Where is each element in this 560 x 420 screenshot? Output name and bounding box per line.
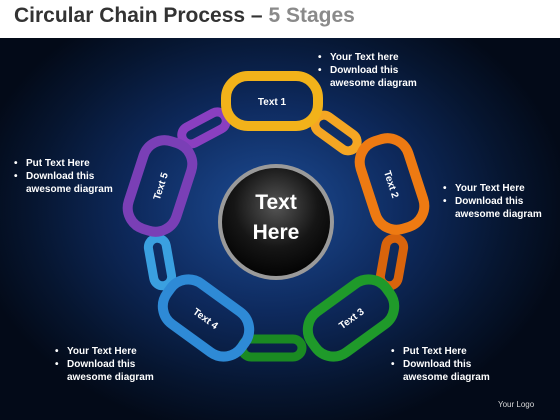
- chain-link-1: Text 1: [221, 71, 323, 131]
- chain-link-5-label: Text 5: [152, 171, 171, 202]
- note-item: Download this awesome diagram: [391, 358, 503, 384]
- center-text-line2: Here: [252, 221, 300, 244]
- chain-link-5: Text 5: [122, 135, 198, 237]
- note-item: Download this awesome diagram: [14, 170, 126, 196]
- notes-top-center: Your Text here Download this awesome dia…: [318, 51, 434, 90]
- notes-left: Put Text Here Download this awesome diag…: [14, 157, 126, 196]
- note-item: Your Text Here: [55, 345, 167, 358]
- center-text-line1: Text: [255, 191, 297, 214]
- title-separator: –: [245, 4, 269, 27]
- title-subtitle: 5 Stages: [268, 4, 355, 27]
- chain-connector-4-5: [143, 233, 177, 291]
- note-item: Put Text Here: [391, 345, 503, 358]
- note-item: Put Text Here: [14, 157, 126, 170]
- slide-title: Circular Chain Process – 5 Stages: [14, 4, 355, 28]
- chain-connector-5-1: [177, 107, 231, 149]
- chain-link-1-label: Text 1: [258, 97, 287, 108]
- note-item: Your Text Here: [443, 182, 551, 195]
- center-circle: [218, 164, 334, 280]
- chain-link-4-label: Text 4: [190, 306, 220, 332]
- note-item: Your Text here: [318, 51, 434, 64]
- chain-link-2: Text 2: [354, 133, 430, 235]
- chain-link-3-label: Text 3: [337, 306, 367, 332]
- notes-right: Your Text Here Download this awesome dia…: [443, 182, 551, 221]
- note-item: Download this awesome diagram: [443, 195, 551, 221]
- chain-link-3: Text 3: [302, 274, 400, 362]
- chain-link-2-label: Text 2: [381, 169, 400, 200]
- chain-link-4: Text 4: [157, 274, 255, 362]
- title-bar: Circular Chain Process – 5 Stages: [0, 0, 560, 38]
- notes-bottom-left: Your Text Here Download this awesome dia…: [55, 345, 167, 384]
- notes-bottom-right: Put Text Here Download this awesome diag…: [391, 345, 503, 384]
- note-item: Download this awesome diagram: [318, 64, 434, 90]
- title-main: Circular Chain Process: [14, 4, 246, 27]
- center-text: Text Here: [219, 188, 333, 248]
- note-item: Download this awesome diagram: [55, 358, 167, 384]
- logo-placeholder: Your Logo: [498, 400, 535, 409]
